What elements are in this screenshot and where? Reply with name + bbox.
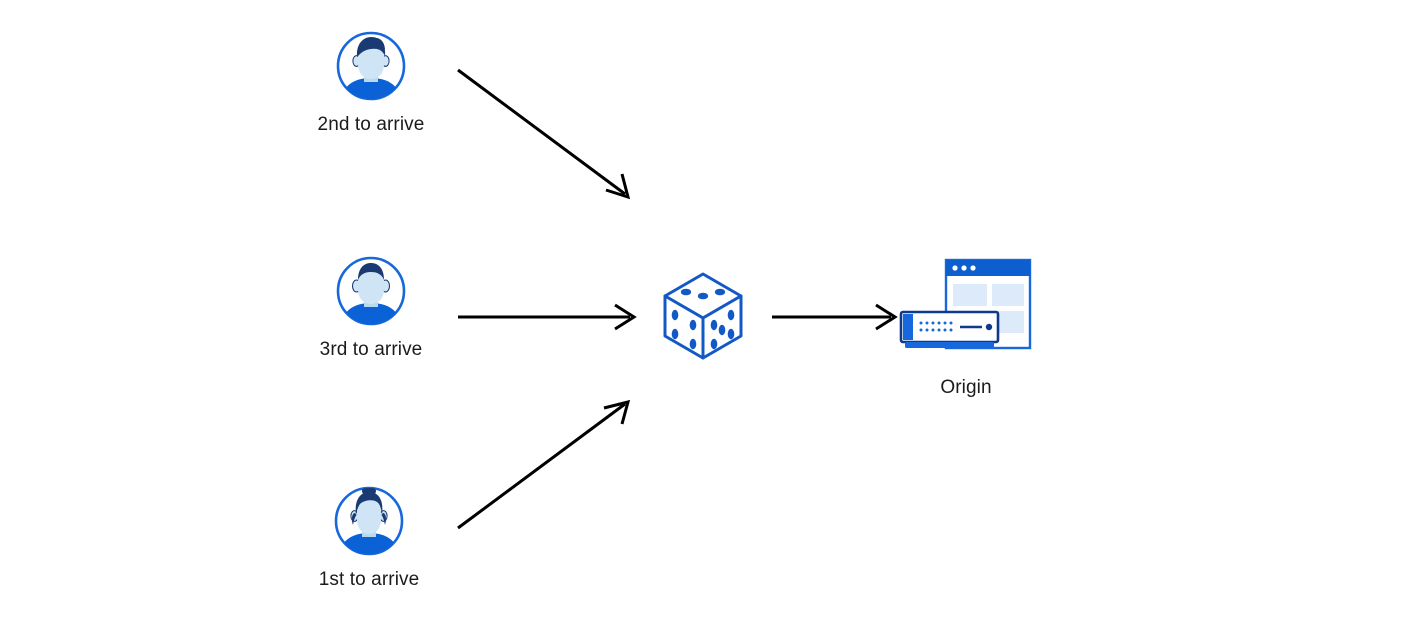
node-user-2nd[interactable]: 2nd to arrive [296, 28, 446, 136]
node-label: 3rd to arrive [319, 339, 423, 360]
node-user-3rd[interactable]: 3rd to arrive [296, 253, 446, 361]
server-appliance-icon [899, 310, 1000, 348]
node-label: Origin [940, 377, 992, 398]
user-avatar-icon [331, 483, 407, 559]
dice-icon [655, 268, 751, 369]
node-label: 2nd to arrive [317, 114, 425, 135]
node-label: 1st to arrive [318, 569, 420, 590]
arrow-3rd-to-dice [458, 303, 637, 331]
node-router-dice[interactable] [648, 268, 758, 369]
user-avatar-icon [333, 253, 409, 329]
origin-server-icon [896, 258, 1036, 363]
node-origin-server[interactable]: Origin [876, 258, 1056, 399]
user-avatar-icon [333, 28, 409, 104]
arrow-1st-to-dice [457, 399, 631, 530]
node-user-1st[interactable]: 1st to arrive [294, 483, 444, 591]
arrow-2nd-to-dice [457, 68, 631, 200]
